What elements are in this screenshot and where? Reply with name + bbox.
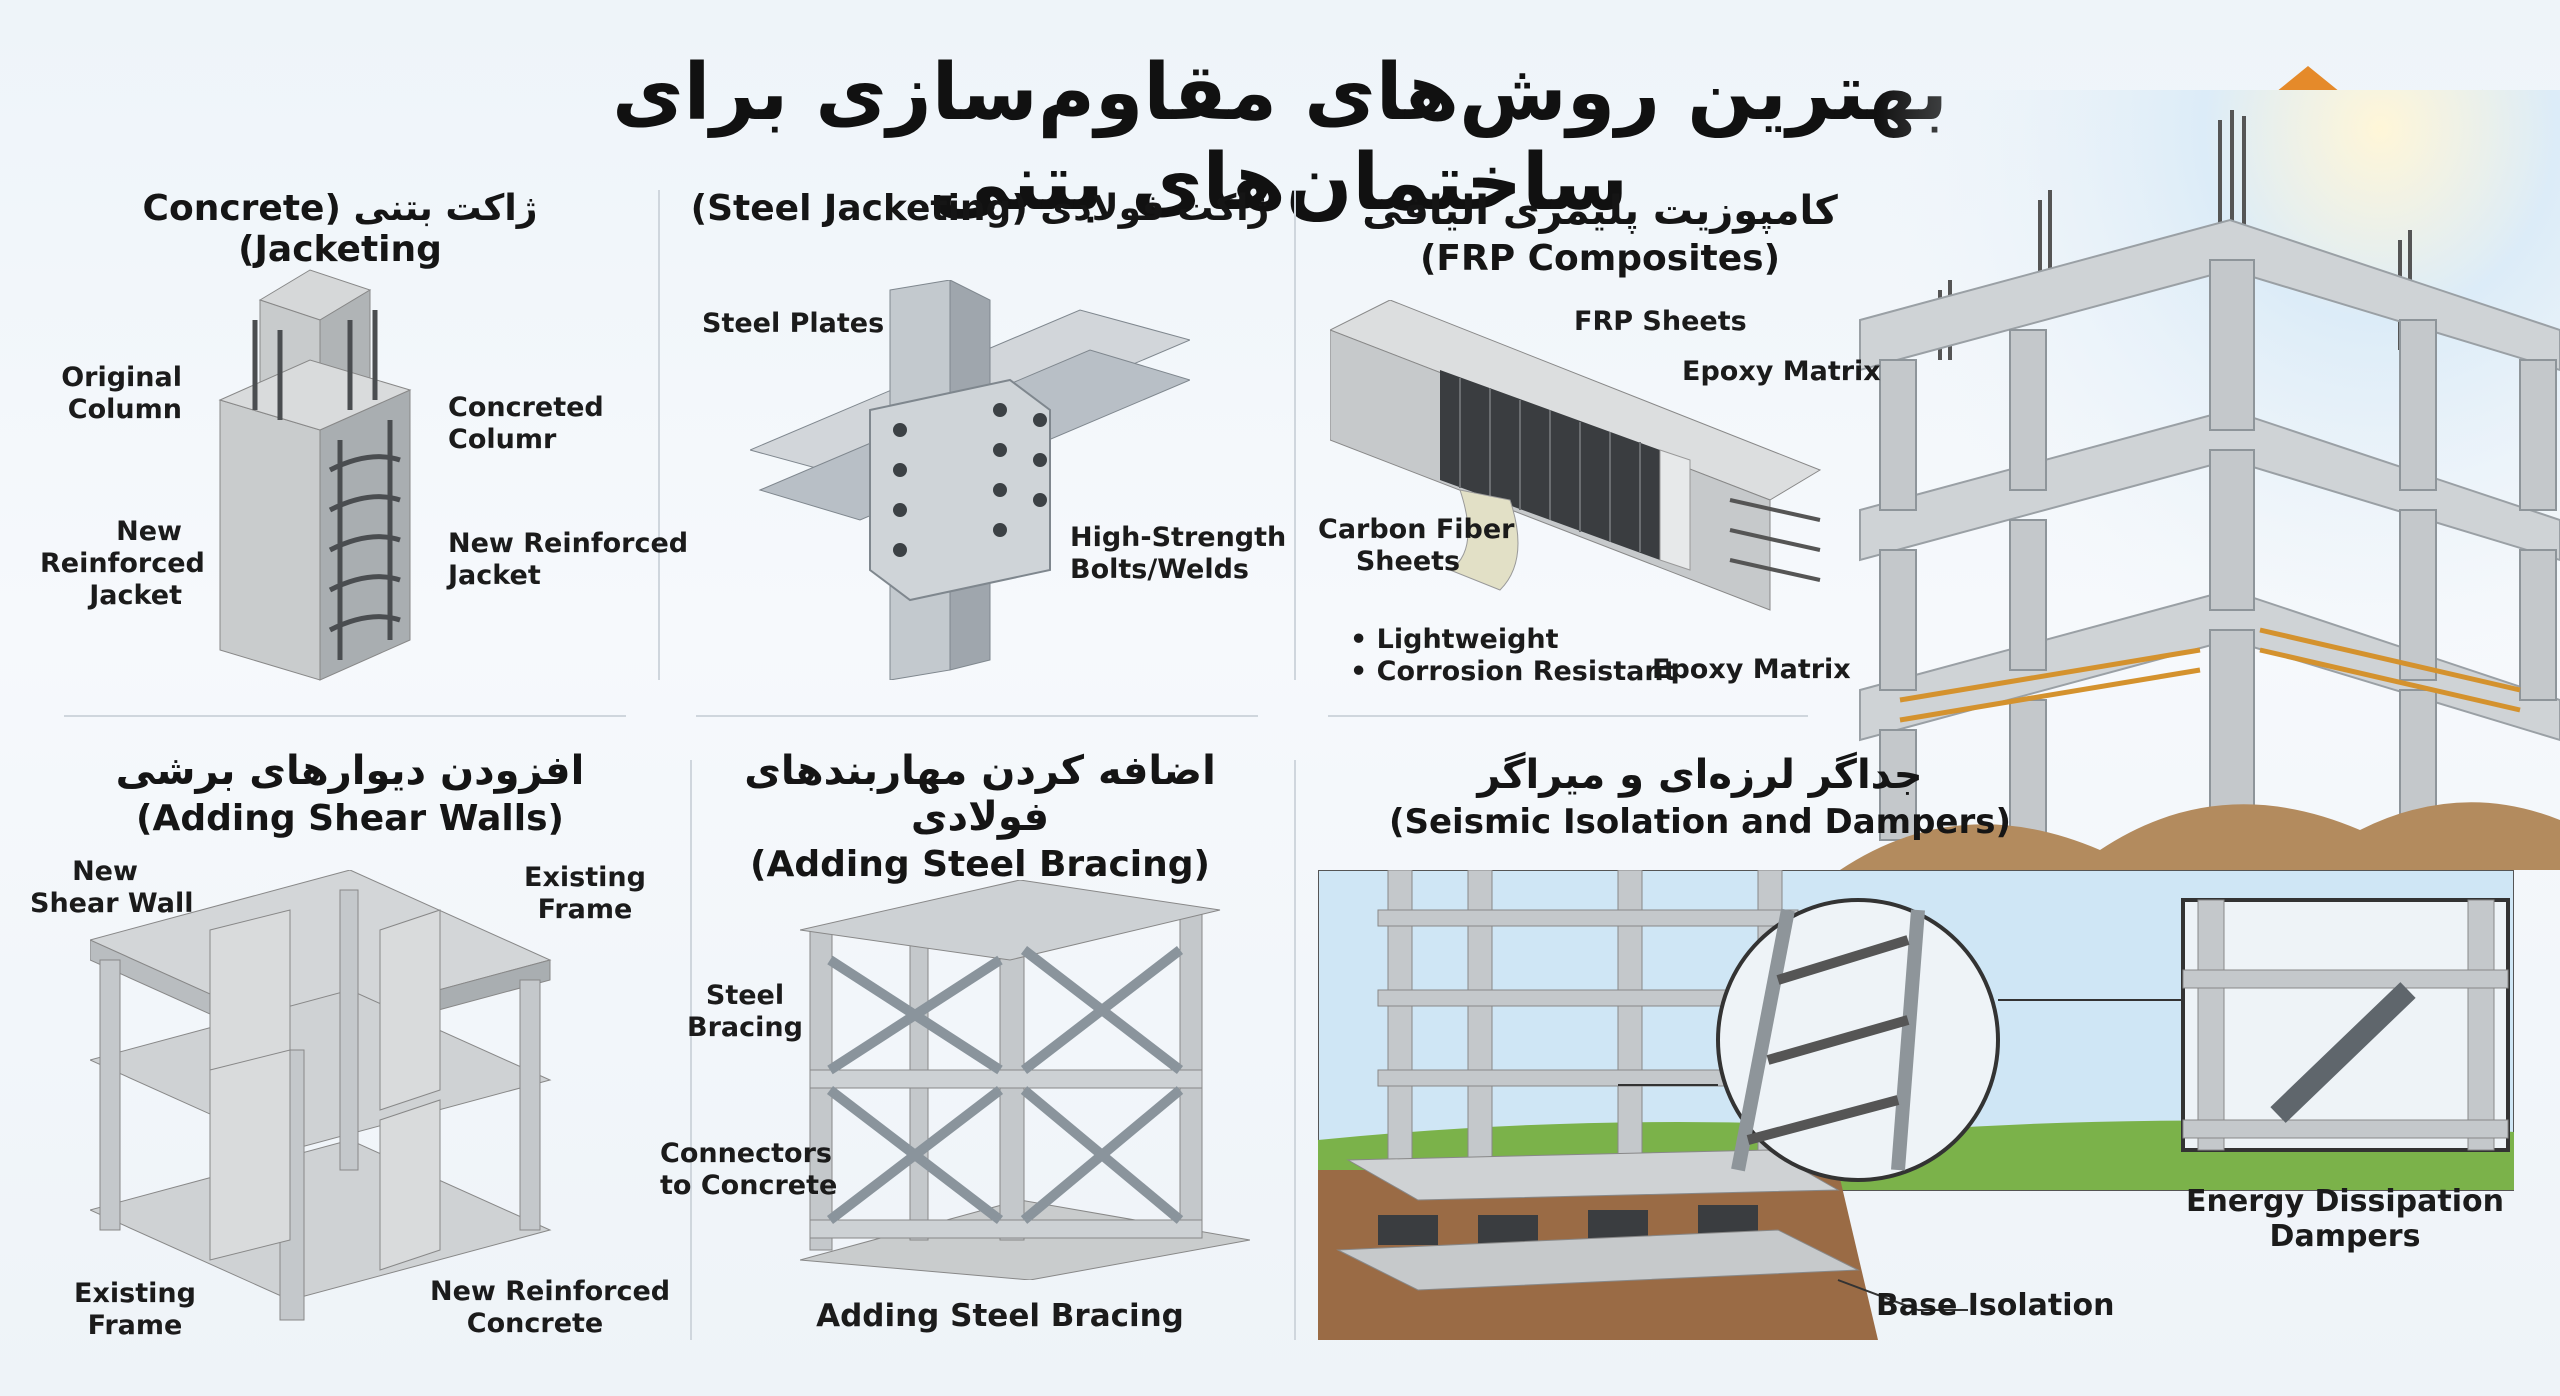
separator-v2: [1294, 190, 1296, 680]
label-new-reinforced-concrete: New Reinforced Concrete: [430, 1276, 671, 1339]
panel-title-seismic-isolation: جداگر لرزه‌ای و میراگر (Seismic Isolatio…: [1388, 752, 2012, 842]
label-adding-steel-bracing-caption: Adding Steel Bracing: [816, 1298, 1184, 1334]
building-illustration: [1840, 90, 2560, 870]
label-steel-bracing: Steel Bracing: [687, 980, 803, 1043]
seismic-isolation-illustration: [1318, 870, 2514, 1340]
panel-title-steel-bracing: اضافه کردن مهاربندهای فولادی (Adding Ste…: [744, 748, 1216, 885]
label-base-isolation: Base Isolation: [1876, 1288, 2115, 1323]
label-concreted-column: Concreted Columr: [448, 392, 604, 455]
label-new-shear-wall: New Shear Wall: [30, 856, 194, 919]
label-frp-sheets: FRP Sheets: [1574, 306, 1747, 337]
concrete-jacketing-illustration: [218, 269, 412, 681]
panel-title-shear-walls: افزودن دیوارهای برشی (Adding Shear Walls…: [115, 748, 585, 839]
label-steel-plates: Steel Plates: [702, 308, 885, 339]
steel-jacketing-illustration: [750, 280, 1190, 680]
label-connectors-to-concrete: Connectors to Concrete: [660, 1138, 838, 1201]
label-corrosion-resistant: • Corrosion Resistant: [1350, 656, 1677, 687]
frp-illustration: [1330, 300, 1822, 611]
page-title: بهترین روش‌های مقاوم‌سازی برای ساختمان‌ه…: [612, 48, 1948, 228]
label-new-reinforced-jacket-left: New Reinforced Jacket: [40, 516, 205, 611]
separator-h1: [64, 715, 626, 717]
panel-title-frp: کامپوزیت پلیمری الیافی (FRP Composites): [1362, 188, 1838, 279]
separator-h3: [1328, 715, 1808, 717]
separator-v3: [690, 760, 692, 1340]
shear-walls-illustration: [90, 870, 552, 1321]
label-lightweight: • Lightweight: [1350, 624, 1559, 655]
label-existing-frame-top: Existing Frame: [524, 862, 646, 925]
label-existing-frame-bottom: Existing Frame: [74, 1278, 196, 1341]
separator-h2: [696, 715, 1258, 717]
steel-bracing-illustration: [800, 880, 1250, 1280]
label-epoxy-matrix-bottom: Epoxy Matrix: [1652, 654, 1851, 685]
panel-title-steel-jacketing: ژاکت فولادی (Steel Jacketing): [690, 188, 1270, 229]
label-new-reinforced-jacket-right: New Reinforced Jacket: [448, 528, 689, 591]
label-high-strength-bolts: High-Strength Bolts/Welds: [1070, 522, 1287, 585]
label-epoxy-matrix-top: Epoxy Matrix: [1682, 356, 1881, 387]
label-original-column: Original Column: [61, 362, 182, 425]
label-carbon-fiber-sheets: Carbon Fiber Sheets: [1318, 514, 1515, 577]
separator-v4: [1294, 760, 1296, 1340]
panel-title-concrete-jacketing: ژاکت بتنی (Concrete Jacketing): [142, 188, 538, 270]
label-energy-dissipation-dampers: Energy Dissipation Dampers: [2186, 1184, 2504, 1255]
separator-v1: [658, 190, 660, 680]
